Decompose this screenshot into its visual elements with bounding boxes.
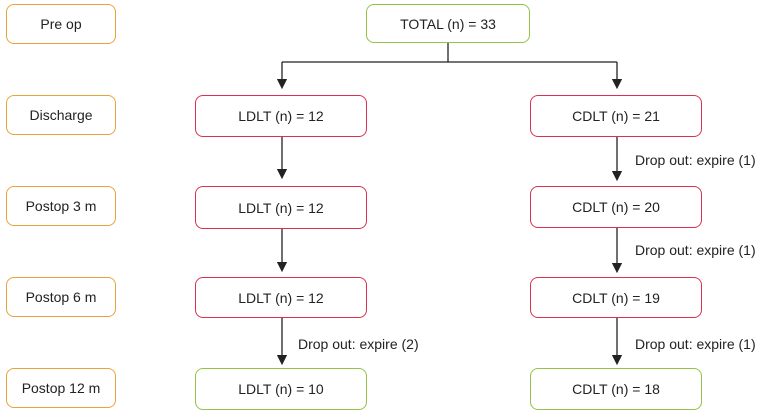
cdlt-postop-12m-label: CDLT (n) = 18 [572,381,660,397]
stage-postop-12m: Postop 12 m [6,368,116,408]
total-label: TOTAL (n) = 33 [400,15,496,32]
ldlt-postop-3m-label: LDLT (n) = 12 [238,199,324,216]
stage-postop-6m-label: Postop 6 m [25,289,97,305]
ldlt-postop-3m-box: LDLT (n) = 12 [195,186,367,229]
cdlt-discharge-label: CDLT (n) = 21 [572,108,660,124]
cdlt-postop-12m-box: CDLT (n) = 18 [530,368,702,410]
cdlt-postop-6m-box: CDLT (n) = 19 [530,277,702,318]
cdlt-dropout-discharge-to-3m: Drop out: expire (1) [635,152,756,168]
cdlt-dropout-6m-to-12m: Drop out: expire (1) [635,336,756,352]
total-box: TOTAL (n) = 33 [366,4,530,43]
ldlt-postop-6m-box: LDLT (n) = 12 [195,277,367,318]
ldlt-discharge-label: LDLT (n) = 12 [238,108,324,124]
stage-discharge: Discharge [6,95,116,135]
stage-pre-op: Pre op [6,4,116,44]
cdlt-discharge-box: CDLT (n) = 21 [530,95,702,137]
cdlt-postop-3m-label: CDLT (n) = 20 [572,199,660,215]
ldlt-postop-6m-label: LDLT (n) = 12 [238,289,324,306]
ldlt-dropout-6m-to-12m: Drop out: expire (2) [298,336,419,352]
ldlt-postop-12m-box: LDLT (n) = 10 [195,368,367,410]
cdlt-postop-6m-label: CDLT (n) = 19 [572,289,660,306]
stage-discharge-label: Discharge [29,107,93,123]
stage-pre-op-label: Pre op [40,16,82,32]
cdlt-postop-3m-box: CDLT (n) = 20 [530,186,702,228]
stage-postop-12m-label: Postop 12 m [21,380,101,396]
stage-postop-6m: Postop 6 m [6,277,116,317]
ldlt-postop-12m-label: LDLT (n) = 10 [238,381,324,397]
ldlt-discharge-box: LDLT (n) = 12 [195,95,367,137]
cdlt-dropout-3m-to-6m: Drop out: expire (1) [635,242,756,258]
stage-postop-3m-label: Postop 3 m [25,198,97,214]
stage-postop-3m: Postop 3 m [6,186,116,226]
